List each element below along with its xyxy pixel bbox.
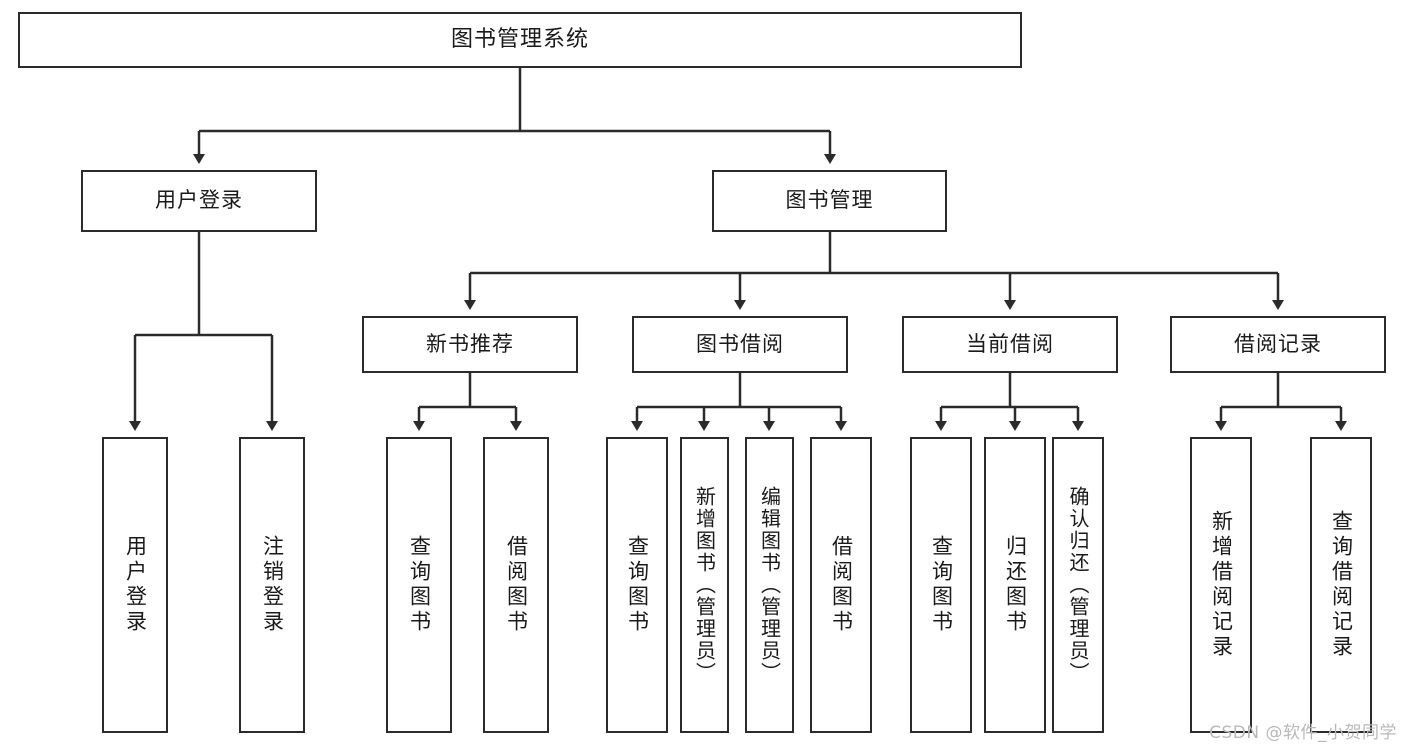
node-leaf-borrow-book[interactable]: 借阅图书 — [810, 437, 872, 733]
node-new-book-rec[interactable]: 新书推荐 — [362, 316, 578, 373]
node-leaf-query-book-rec[interactable]: 查询图书 — [386, 437, 452, 733]
edge-group-new-book-rec — [413, 373, 522, 431]
edge-group-book-borrow — [631, 373, 847, 431]
node-book-manage-label: 图书管理 — [785, 188, 874, 213]
edge-group-current-borrow — [935, 373, 1084, 431]
node-leaf-borrow-book-rec-label: 借阅图书 — [504, 535, 529, 635]
node-leaf-borrow-book-rec[interactable]: 借阅图书 — [483, 437, 549, 733]
node-leaf-add-borrow-record-label: 新增借阅记录 — [1209, 510, 1234, 660]
edge-group-book-manage — [464, 232, 1284, 310]
node-leaf-user-logout-label: 注销登录 — [260, 535, 285, 635]
node-leaf-query-book-borrow-label: 查询图书 — [625, 535, 650, 635]
node-leaf-add-borrow-record[interactable]: 新增借阅记录 — [1190, 437, 1252, 733]
node-leaf-return-book-label: 归还图书 — [1003, 535, 1028, 635]
edge-group-borrow-record — [1215, 373, 1347, 431]
node-book-borrow[interactable]: 图书借阅 — [632, 316, 848, 373]
edge-group-root — [193, 68, 836, 164]
node-leaf-user-logout[interactable]: 注销登录 — [239, 437, 305, 733]
node-user-login-label: 用户登录 — [155, 188, 243, 213]
node-current-borrow[interactable]: 当前借阅 — [902, 316, 1118, 373]
edge-group-user-login — [129, 232, 278, 431]
watermark-text: CSDN @软件_小贺同学 — [1209, 723, 1397, 743]
node-leaf-query-borrow-record[interactable]: 查询借阅记录 — [1310, 437, 1372, 733]
node-user-login[interactable]: 用户登录 — [81, 170, 317, 232]
node-current-borrow-label: 当前借阅 — [966, 331, 1054, 356]
node-book-manage[interactable]: 图书管理 — [712, 170, 947, 232]
node-leaf-add-book-admin-label: 新增图书（管理员） — [692, 486, 717, 684]
node-leaf-borrow-book-label: 借阅图书 — [829, 535, 854, 635]
node-leaf-confirm-return-admin-label: 确认归还（管理员） — [1066, 486, 1090, 684]
node-borrow-record[interactable]: 借阅记录 — [1170, 316, 1386, 373]
node-leaf-query-book-borrow[interactable]: 查询图书 — [606, 437, 668, 733]
node-leaf-query-book-rec-label: 查询图书 — [407, 535, 432, 635]
node-leaf-query-borrow-record-label: 查询借阅记录 — [1329, 510, 1354, 660]
node-leaf-query-book-current[interactable]: 查询图书 — [910, 437, 972, 733]
node-leaf-user-login-label: 用户登录 — [123, 535, 148, 635]
node-borrow-record-label: 借阅记录 — [1234, 331, 1322, 356]
node-leaf-edit-book-admin[interactable]: 编辑图书（管理员） — [745, 437, 794, 733]
node-root[interactable]: 图书管理系统 — [18, 12, 1022, 68]
node-leaf-edit-book-admin-label: 编辑图书（管理员） — [757, 486, 782, 684]
node-root-label: 图书管理系统 — [450, 26, 589, 52]
node-leaf-confirm-return-admin[interactable]: 确认归还（管理员） — [1052, 437, 1104, 733]
node-new-book-rec-label: 新书推荐 — [426, 331, 514, 356]
node-leaf-user-login[interactable]: 用户登录 — [102, 437, 168, 733]
node-leaf-return-book[interactable]: 归还图书 — [984, 437, 1046, 733]
node-leaf-add-book-admin[interactable]: 新增图书（管理员） — [680, 437, 729, 733]
node-leaf-query-book-current-label: 查询图书 — [929, 535, 954, 635]
node-book-borrow-label: 图书借阅 — [696, 331, 784, 356]
